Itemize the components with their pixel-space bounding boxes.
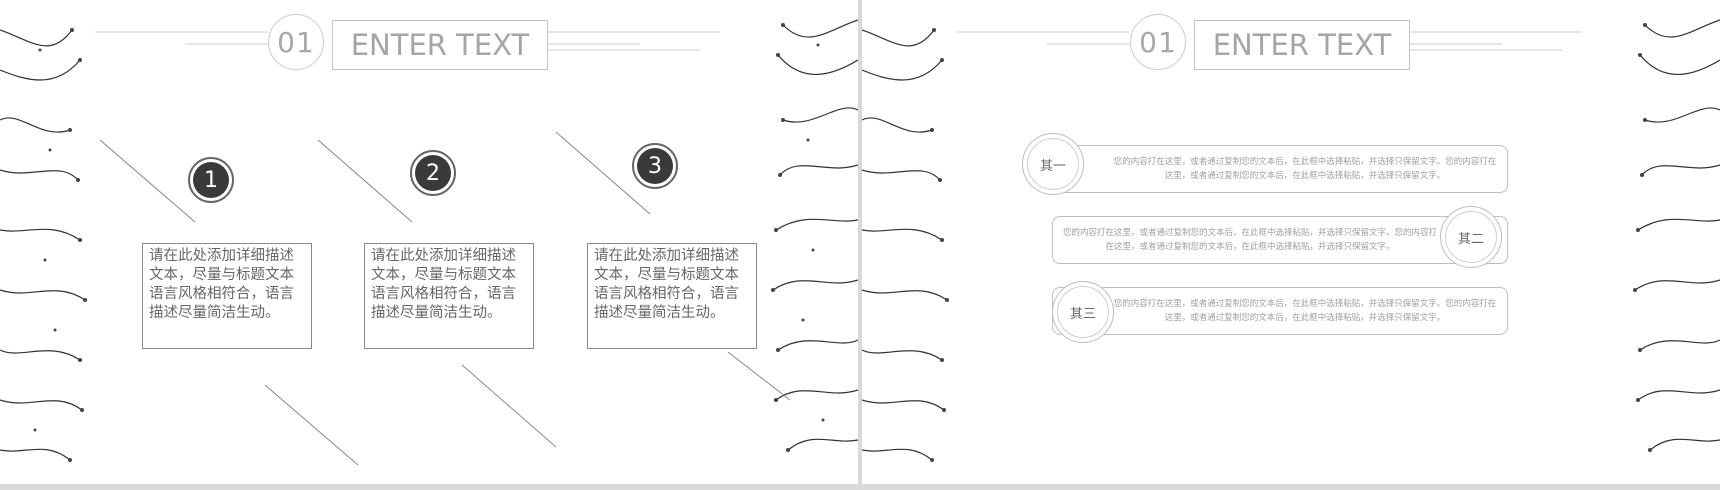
diagonal-lines [99,131,791,466]
list-item-3-label: 其三 [1057,286,1109,338]
right-branch-decoration [771,19,858,452]
step-2-number: 2 [415,155,451,191]
list-item-3[interactable]: 您的内容打在这里，或者通过复制您的文本后，在此框中选择粘贴，并选择只保留文字。您… [1052,287,1508,335]
slide-1[interactable]: 01 ENTER TEXT 1 2 3 请在此处添加详细描述文本，尽量与标题文本… [0,0,858,484]
step-1-text[interactable]: 请在此处添加详细描述文本，尽量与标题文本语言风格相符合，语言描述尽量简洁生动。 [142,243,312,349]
list-item-1[interactable]: 您的内容打在这里，或者通过复制您的文本后，在此框中选择粘贴，并选择只保留文字。您… [1052,145,1508,193]
right-branch-decoration [1633,19,1720,452]
step-3-text[interactable]: 请在此处添加详细描述文本，尽量与标题文本语言风格相符合，语言描述尽量简洁生动。 [587,243,757,349]
header-lines [95,31,720,51]
header-lines [957,31,1582,51]
list-item-3-text: 您的内容打在这里，或者通过复制您的文本后，在此框中选择粘贴，并选择只保留文字。您… [1113,299,1497,323]
step-2-text[interactable]: 请在此处添加详细描述文本，尽量与标题文本语言风格相符合，语言描述尽量简洁生动。 [364,243,534,349]
step-2-circle: 2 [410,150,456,196]
section-number: 01 [268,14,324,70]
list-item-1-text: 您的内容打在这里，或者通过复制您的文本后，在此框中选择粘贴，并选择只保留文字。您… [1113,157,1497,181]
list-item-3-badge: 其三 [1052,281,1114,343]
step-3-circle: 3 [632,143,678,189]
list-item-1-label: 其一 [1027,138,1079,190]
list-item-2[interactable]: 您的内容打在这里，或者通过复制您的文本后，在此框中选择粘贴，并选择只保留文字。您… [1052,216,1508,264]
slide-2[interactable]: 01 ENTER TEXT 您的内容打在这里，或者通过复制您的文本后，在此框中选… [862,0,1720,484]
slide-title: ENTER TEXT [1194,20,1410,70]
slide-title: ENTER TEXT [332,20,548,70]
step-1-number: 1 [193,162,229,198]
section-number: 01 [1130,14,1186,70]
step-3-number: 3 [637,148,673,184]
step-1-circle: 1 [188,157,234,203]
left-branch-decoration [862,28,949,462]
left-branch-decoration [0,28,87,462]
list-item-2-badge: 其二 [1440,206,1502,268]
list-item-1-badge: 其一 [1022,133,1084,195]
list-item-2-label: 其二 [1445,211,1497,263]
list-item-2-text: 您的内容打在这里，或者通过复制您的文本后，在此框中选择粘贴，并选择只保留文字。您… [1063,228,1438,252]
